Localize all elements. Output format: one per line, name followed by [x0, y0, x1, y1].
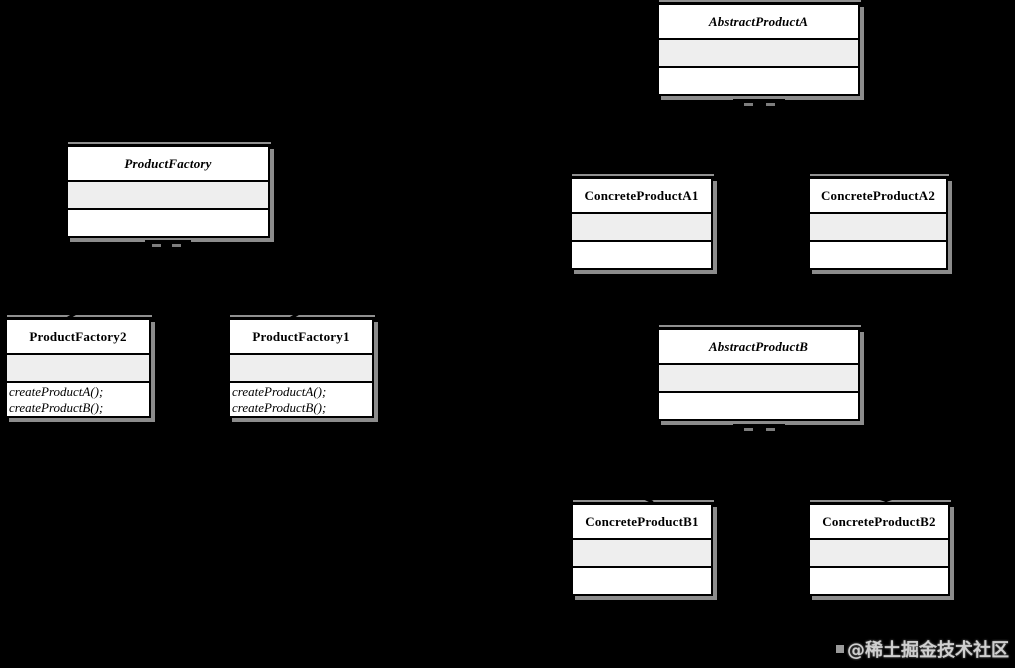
class-name: ConcreteProductA2 — [820, 187, 936, 203]
methods-compartment — [659, 391, 858, 419]
arrowhead-outline-remnant — [172, 244, 181, 247]
arrowhead-outline-remnant — [152, 244, 161, 247]
method-create-product-a: createProductA(); — [232, 384, 327, 399]
attributes-compartment — [659, 38, 858, 66]
class-box-product-factory: ProductFactory — [66, 142, 271, 238]
attributes-compartment — [659, 363, 858, 391]
class-name: AbstractProductA — [708, 13, 809, 29]
arrowhead-outline-remnant — [744, 428, 753, 431]
attributes-compartment — [230, 353, 372, 381]
class-name: ProductFactory1 — [252, 328, 350, 344]
class-box-product-factory2: ProductFactory2 createProductA(); create… — [5, 315, 152, 418]
class-box-concrete-product-a1: ConcreteProductA1 — [570, 174, 714, 270]
generalization-arrowhead-artifact-product-factory — [145, 240, 191, 250]
arrowhead-outline-remnant — [766, 103, 775, 106]
class-box-concrete-product-b1: ConcreteProductB1 — [571, 500, 714, 596]
class-box-product-factory1: ProductFactory1 createProductA(); create… — [228, 315, 375, 418]
generalization-arrowhead-artifact-abstract-product-b — [733, 424, 785, 434]
watermark-logo-block — [836, 645, 844, 653]
attributes-compartment — [573, 538, 711, 566]
attributes-compartment — [810, 212, 946, 240]
attributes-compartment — [68, 180, 268, 208]
methods-compartment — [810, 240, 946, 268]
attributes-compartment — [7, 353, 149, 381]
class-box-concrete-product-a2: ConcreteProductA2 — [808, 174, 949, 270]
class-name: ConcreteProductB1 — [585, 513, 699, 529]
watermark-text: @稀土掘金技术社区 — [847, 640, 1009, 661]
methods-compartment — [572, 240, 711, 268]
class-box-abstract-product-a: AbstractProductA — [657, 0, 861, 96]
method-create-product-b: createProductB(); — [232, 400, 327, 415]
arrowhead-outline-remnant — [744, 103, 753, 106]
methods-compartment — [659, 66, 858, 94]
attributes-compartment — [810, 538, 948, 566]
attributes-compartment — [572, 212, 711, 240]
methods-compartment — [810, 566, 948, 594]
class-name: ConcreteProductA1 — [584, 187, 699, 203]
class-name: ConcreteProductB2 — [822, 513, 936, 529]
class-box-concrete-product-b2: ConcreteProductB2 — [808, 500, 951, 596]
method-create-product-a: createProductA(); — [9, 384, 104, 399]
arrowhead-outline-remnant — [766, 428, 775, 431]
methods-compartment — [68, 208, 268, 236]
class-box-abstract-product-b: AbstractProductB — [657, 325, 861, 421]
method-create-product-b: createProductB(); — [9, 400, 104, 415]
class-name: ProductFactory2 — [29, 328, 127, 344]
methods-compartment: createProductA(); createProductB(); — [7, 381, 149, 416]
generalization-arrowhead-artifact-abstract-product-a — [733, 99, 785, 109]
methods-compartment: createProductA(); createProductB(); — [230, 381, 372, 416]
methods-compartment — [573, 566, 711, 594]
watermark: @稀土掘金技术社区 — [836, 636, 1009, 662]
class-name: AbstractProductB — [708, 338, 809, 354]
class-name: ProductFactory — [124, 155, 212, 171]
